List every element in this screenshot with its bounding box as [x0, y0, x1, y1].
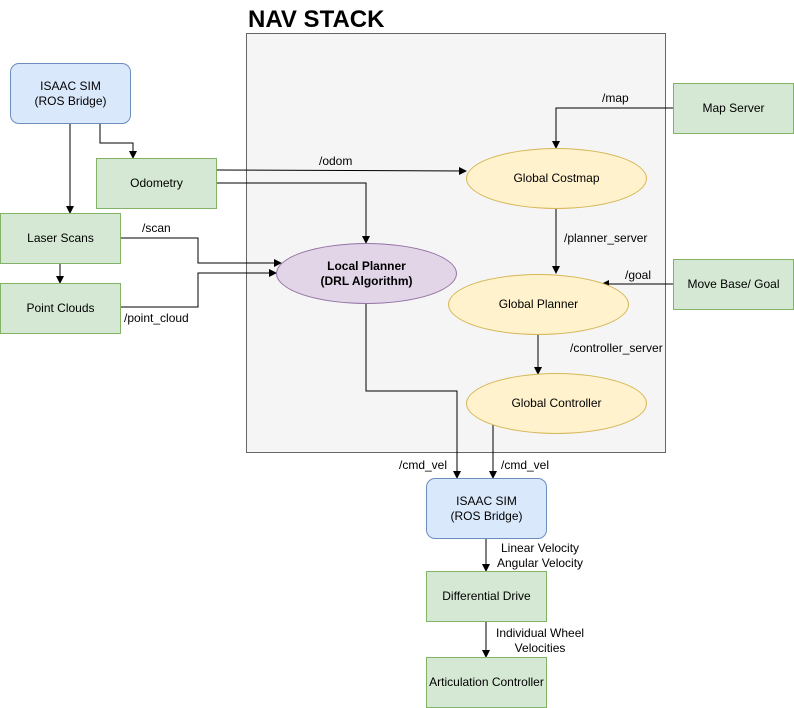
global-costmap-node: Global Costmap [466, 148, 647, 209]
point-clouds-node: Point Clouds [0, 283, 121, 334]
edge-scan-to-localplanner [120, 237, 282, 267]
odometry-node: Odometry [96, 158, 217, 209]
edge-map-to-costmap [552, 107, 673, 149]
velocity-label: Linear Velocity Angular Velocity [497, 541, 584, 570]
edge-odom-to-costmap [215, 166, 467, 175]
cmd-vel-right-label: /cmd_vel [501, 458, 550, 472]
articulation-controller-node: Articulation Controller [426, 657, 547, 708]
global-controller-node: Global Controller [466, 373, 647, 434]
scan-topic-label: /scan [142, 221, 171, 235]
laser-scans-node: Laser Scans [0, 213, 121, 264]
edge-isaac-to-odometry [99, 124, 137, 159]
local-planner-node: Local Planner (DRL Algorithm) [276, 243, 457, 304]
controller-server-label: /controller_server [570, 341, 663, 355]
cmd-vel-left-label: /cmd_vel [399, 458, 448, 472]
map-topic-label: /map [602, 91, 629, 105]
goal-topic-label: /goal [625, 268, 652, 282]
wheel-velocities-label: Individual Wheel Velocities [496, 626, 585, 655]
odom-topic-label: /odom [319, 154, 353, 168]
edge-odom-to-localplanner [216, 182, 370, 244]
planner-server-label: /planner_server [564, 231, 648, 245]
move-base-goal-node: Move Base/ Goal [673, 259, 794, 310]
edge-localplanner-to-isaac [365, 303, 461, 479]
map-server-node: Map Server [673, 83, 794, 134]
isaac-sim-bottom-node: ISAAC SIM (ROS Bridge) [426, 478, 547, 539]
global-planner-node: Global Planner [448, 274, 629, 335]
differential-drive-node: Differential Drive [426, 571, 547, 622]
edge-pointcloud-to-localplanner [120, 269, 277, 308]
nav-stack-title: NAV STACK [248, 6, 385, 33]
isaac-sim-top-node: ISAAC SIM (ROS Bridge) [10, 63, 131, 124]
point-cloud-topic-label: /point_cloud [124, 311, 189, 325]
